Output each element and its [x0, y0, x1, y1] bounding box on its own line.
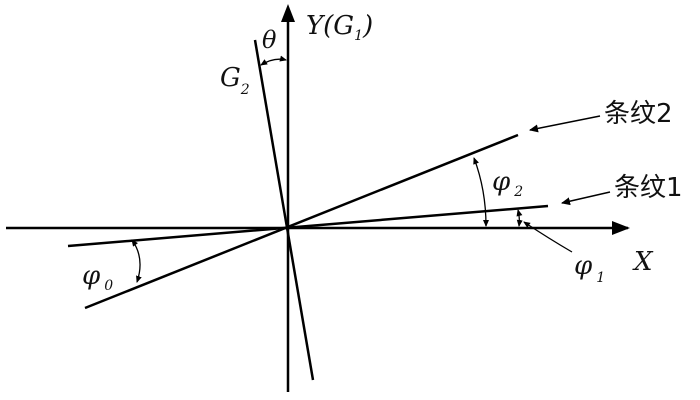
x-axis-label: X	[632, 247, 654, 277]
fringe1-line	[67, 204, 549, 248]
phi0-arc	[131, 239, 142, 283]
fringe2-label: 条纹2	[604, 99, 673, 129]
phi1-callout-arrow	[523, 221, 573, 253]
theta-label: θ	[262, 26, 277, 54]
x-axis-arrowhead	[612, 221, 630, 235]
g2-line	[253, 39, 315, 381]
fringe2-callout-arrow	[529, 115, 601, 133]
fringe1-callout-arrow	[561, 191, 611, 206]
fringe2-line	[84, 133, 519, 310]
y-axis-arrowhead	[281, 4, 295, 22]
theta-arc	[260, 55, 287, 66]
phi1-arc	[516, 209, 523, 227]
g2-label: G2	[220, 63, 250, 98]
phi2-arc	[473, 157, 489, 227]
fringe1-label: 条纹1	[614, 173, 683, 203]
y-axis-label: Y(G1)	[306, 11, 373, 44]
